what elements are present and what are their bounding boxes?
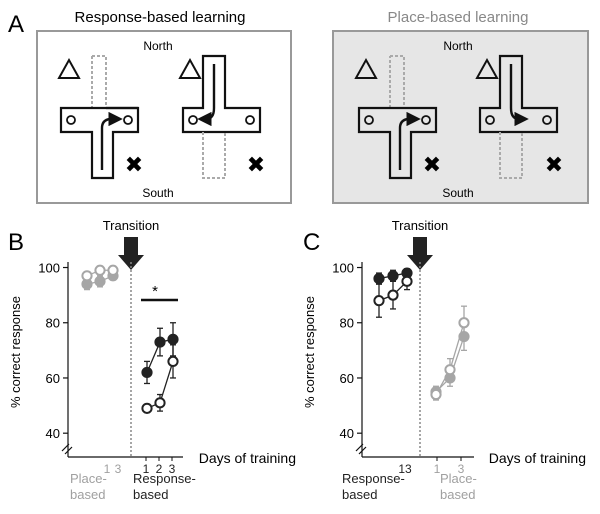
triangle-landmark-icon xyxy=(178,57,202,79)
y-axis-label: % correct response xyxy=(8,296,23,408)
data-point-filled xyxy=(94,275,106,287)
data-point-open xyxy=(81,270,93,282)
panel-c-chart: C Transition % correct response Days of … xyxy=(302,218,586,502)
north-label: North xyxy=(143,39,172,53)
place-phase-label: Place-based xyxy=(440,471,477,502)
triangle-landmark-icon xyxy=(57,57,81,79)
data-point-open xyxy=(94,264,106,276)
place-learning-title: Place-based learning xyxy=(388,9,529,26)
data-point-open xyxy=(444,364,456,376)
triangle-landmark-icon xyxy=(475,57,499,79)
north-label: North xyxy=(443,39,472,53)
significance-marker: * xyxy=(152,283,158,300)
maze-north-start xyxy=(181,54,262,179)
data-point-open xyxy=(430,388,442,401)
x-tick-label: 2 xyxy=(156,462,163,476)
data-point-open xyxy=(387,289,399,301)
x-tick-label: 13 xyxy=(398,462,412,476)
data-point-open xyxy=(107,264,119,276)
y-tick-label: 80 xyxy=(340,316,354,331)
transition-label: Transition xyxy=(392,218,449,233)
x-axis-label: Days of training xyxy=(199,450,296,466)
x-tick-label: 3 xyxy=(169,462,176,476)
y-tick-label: 40 xyxy=(340,426,354,441)
place-phase-label: Place-based xyxy=(70,471,107,502)
data-point-filled xyxy=(167,333,179,345)
axis-break-mark xyxy=(64,446,73,455)
south-label: South xyxy=(442,186,473,200)
cross-landmark-icon: ✖ xyxy=(247,152,265,177)
transition-arrow-icon xyxy=(407,237,433,270)
response-phase-label: Response-based xyxy=(342,471,405,502)
y-tick-label: 80 xyxy=(46,316,60,331)
x-axis-label: Days of training xyxy=(489,450,586,466)
axis-break-mark xyxy=(358,446,367,455)
response-learning-title: Response-based learning xyxy=(75,9,246,26)
data-point-filled xyxy=(387,270,399,282)
panel-c-letter: C xyxy=(303,229,320,256)
data-point-open xyxy=(458,317,470,329)
data-point-open xyxy=(373,295,385,307)
y-tick-label: 60 xyxy=(46,371,60,386)
panel-b-chart: B Transition % correct response Days of … xyxy=(8,218,296,502)
response-phase-label: Response-based xyxy=(133,471,196,502)
y-tick-label: 100 xyxy=(38,261,60,276)
panel-a-letter: A xyxy=(8,11,24,38)
transition-label: Transition xyxy=(103,218,160,233)
maze-north-start xyxy=(478,54,559,179)
y-tick-label: 100 xyxy=(332,261,354,276)
x-tick-label: 1 xyxy=(434,462,441,476)
triangle-landmark-icon xyxy=(354,57,378,79)
axis-break-mark xyxy=(355,443,364,452)
cross-landmark-icon: ✖ xyxy=(545,152,563,177)
x-tick-label: 3 xyxy=(115,462,122,476)
data-point-filled xyxy=(154,336,166,348)
data-point-open xyxy=(401,275,413,287)
x-tick-label: 1 xyxy=(143,462,150,476)
data-point-open xyxy=(141,402,153,414)
axis-break-mark xyxy=(61,443,70,452)
data-point-filled xyxy=(373,272,385,285)
data-point-filled xyxy=(141,366,153,379)
data-point-open xyxy=(167,355,179,368)
y-tick-label: 40 xyxy=(46,426,60,441)
cross-landmark-icon: ✖ xyxy=(423,152,441,177)
maze-south-start xyxy=(59,55,140,180)
data-point-open xyxy=(154,397,166,409)
cross-landmark-icon: ✖ xyxy=(125,152,143,177)
x-tick-label: 1 xyxy=(104,462,111,476)
panel-b-letter: B xyxy=(8,229,24,256)
y-axis-label: % correct response xyxy=(302,296,317,408)
transition-arrow-icon xyxy=(118,237,144,270)
x-tick-label: 3 xyxy=(458,462,465,476)
y-tick-label: 60 xyxy=(340,371,354,386)
south-label: South xyxy=(142,186,173,200)
maze-south-start xyxy=(357,55,438,180)
